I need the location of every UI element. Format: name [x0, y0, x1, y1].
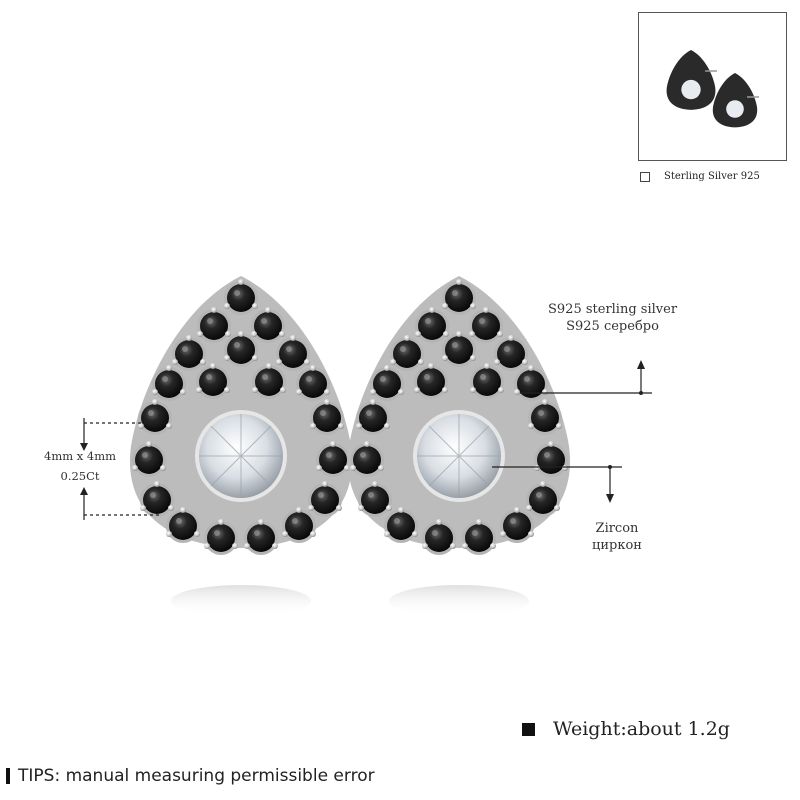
weight-text: Weight:about 1.2g [553, 718, 730, 740]
weight-info: Weight:about 1.2g [522, 718, 730, 740]
thumbnail-earrings-image [666, 50, 759, 128]
left-earring [130, 276, 352, 617]
checkbox-icon[interactable] [640, 171, 650, 182]
silver-pointer-line [520, 360, 652, 395]
tips-text: TIPS: manual measuring permissible error [18, 766, 375, 786]
stone-size-annotation: 4mm x 4mm 0.25Ct [44, 446, 116, 486]
metal-annotation: S925 sterling silver S925 серебро [548, 301, 677, 335]
metal-label-en: S925 sterling silver [548, 302, 678, 317]
bar-bullet-icon [6, 768, 10, 784]
zircon-pointer-line [492, 465, 622, 503]
zircon-annotation: Zircon циркон [592, 520, 642, 554]
zircon-label-ru: циркон [592, 538, 642, 553]
zircon-label-en: Zircon [595, 521, 639, 536]
thumbnail-caption-text: Sterling Silver 925 [664, 171, 760, 182]
metal-label-ru: S925 серебро [566, 319, 659, 334]
thumbnail-caption: Sterling Silver 925 [640, 171, 760, 182]
right-earring [348, 276, 570, 617]
square-bullet-icon [522, 722, 535, 736]
size-dimension-marker [80, 418, 160, 520]
tips-info: TIPS: manual measuring permissible error [6, 766, 375, 786]
product-thumbnail[interactable] [638, 12, 787, 161]
stone-size-label: 4mm x 4mm [44, 449, 117, 463]
carat-label: 0.25Ct [60, 469, 100, 483]
